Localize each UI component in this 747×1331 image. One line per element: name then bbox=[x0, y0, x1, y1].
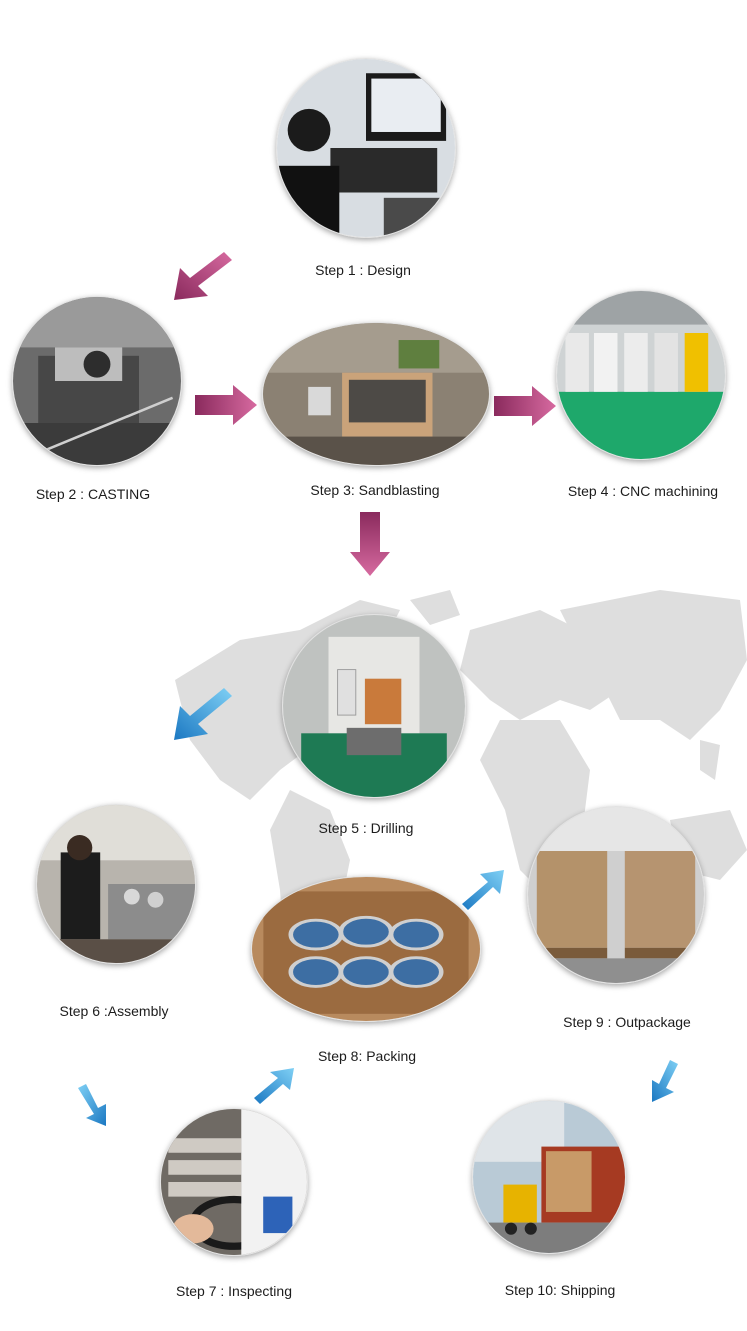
step-10-shipping-photo bbox=[472, 1100, 626, 1254]
step-9-label: Step 9 : Outpackage bbox=[563, 1014, 691, 1030]
arrow-blue-icon bbox=[462, 870, 504, 910]
arrow-blue-icon bbox=[78, 1084, 106, 1126]
step-9-outpackage-photo bbox=[527, 806, 705, 984]
step-3-sandblasting-photo bbox=[262, 322, 490, 466]
step-6-assembly-photo bbox=[36, 804, 196, 964]
step-2-label: Step 2 : CASTING bbox=[35, 486, 151, 502]
step-3-label: Step 3: Sandblasting bbox=[310, 482, 440, 498]
step-1-label: Step 1 : Design bbox=[315, 262, 411, 278]
step-5-drilling-photo bbox=[282, 614, 466, 798]
arrow-blue-icon bbox=[174, 688, 232, 740]
step-8-packing-photo bbox=[251, 876, 481, 1022]
step-5-label: Step 5 : Drilling bbox=[318, 820, 414, 836]
step-4-cnc-photo bbox=[556, 290, 726, 460]
arrow-magenta-icon bbox=[494, 386, 556, 426]
step-4-label: Step 4 : CNC machining bbox=[567, 483, 719, 499]
arrow-magenta-icon bbox=[195, 385, 257, 425]
step-8-label: Step 8: Packing bbox=[317, 1048, 417, 1064]
arrow-blue-icon bbox=[652, 1060, 678, 1102]
step-7-inspecting-photo bbox=[160, 1108, 308, 1256]
arrow-magenta-icon bbox=[350, 512, 390, 576]
arrow-blue-icon bbox=[254, 1068, 294, 1104]
step-10-label: Step 10: Shipping bbox=[504, 1282, 616, 1298]
step-2-casting-photo bbox=[12, 296, 182, 466]
step-6-label: Step 6 :Assembly bbox=[59, 1003, 169, 1019]
arrow-magenta-icon bbox=[174, 252, 232, 300]
step-7-label: Step 7 : Inspecting bbox=[176, 1283, 292, 1299]
step-1-design-photo bbox=[276, 58, 456, 238]
